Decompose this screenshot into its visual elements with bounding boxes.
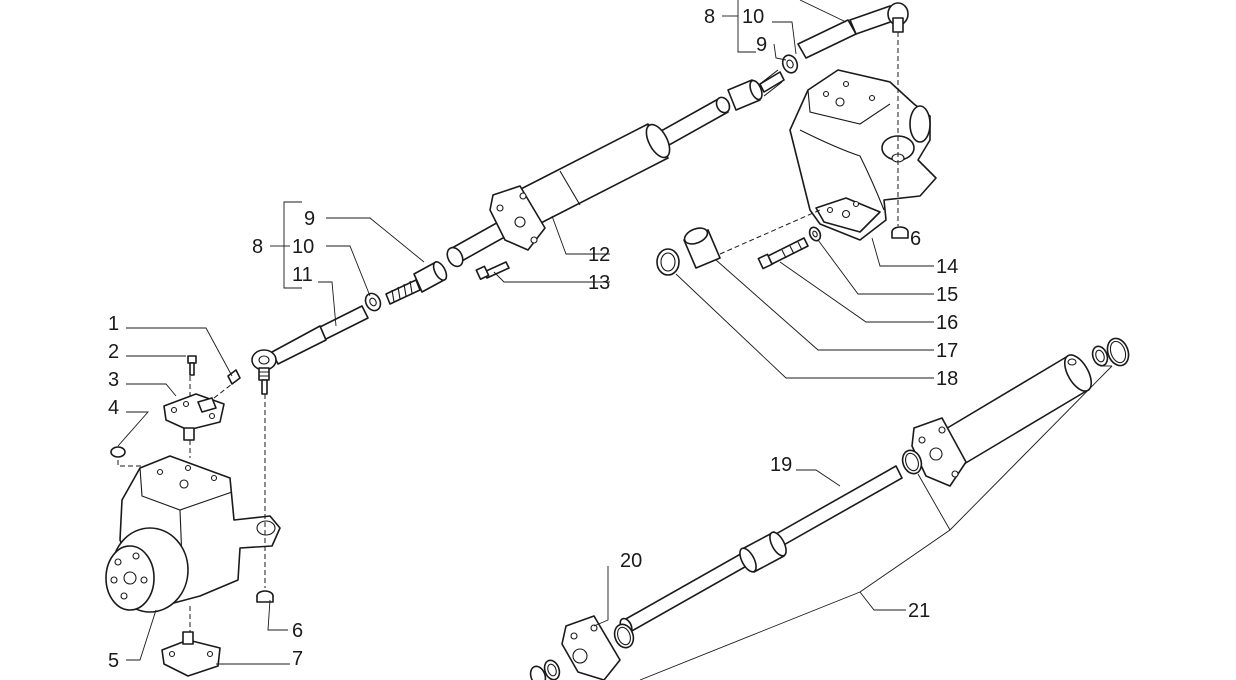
callout-2: 2 (108, 341, 119, 363)
bolt-13 (475, 261, 510, 281)
bushing-17 (683, 227, 721, 269)
steering-knuckle-right (789, 69, 937, 241)
washer-15 (808, 226, 822, 242)
seal-ring-18 (656, 248, 680, 276)
callout-21: 21 (908, 600, 930, 622)
callout-1: 1 (108, 313, 119, 335)
callout-15: 15 (936, 284, 958, 306)
steering-cylinder (446, 96, 731, 268)
callout-14: 14 (936, 256, 958, 278)
bolt-16 (757, 237, 809, 270)
callout-10-lower: 10 (292, 236, 314, 258)
callout-3: 3 (108, 369, 119, 391)
lower-tie-rod-kit (251, 261, 448, 395)
callout-9-upper: 9 (756, 34, 767, 56)
bushing-6-right (891, 226, 909, 239)
callout-6-left: 6 (292, 620, 303, 642)
cover-plate-3 (163, 393, 225, 441)
callout-11: 11 (292, 264, 313, 286)
callout-5: 5 (108, 650, 119, 672)
callout-17: 17 (936, 340, 958, 362)
callout-13: 13 (588, 272, 610, 294)
rod-19 (619, 465, 903, 635)
callout-7: 7 (292, 648, 303, 670)
plug-4 (110, 446, 148, 467)
leader-lines (117, 0, 1113, 680)
callout-20: 20 (620, 550, 642, 572)
grease-fitting-1 (227, 369, 241, 385)
steering-knuckle-left (105, 455, 281, 613)
bushing-6-left (256, 590, 274, 603)
callout-6-right: 6 (910, 228, 921, 250)
callout-labels: 1 2 3 4 5 6 7 8 9 10 11 8 9 10 12 13 6 1… (108, 6, 958, 672)
end-cap-20 (529, 615, 635, 680)
callout-8-upper: 8 (704, 6, 715, 28)
upper-tie-rod-kit (727, 2, 909, 111)
lower-plate-7 (161, 631, 221, 677)
callout-9-lower: 9 (304, 208, 315, 230)
bolt-2 (187, 355, 197, 376)
o-rings-right (901, 337, 1130, 475)
callout-19: 19 (770, 454, 792, 476)
callout-8-lower: 8 (252, 236, 263, 258)
callout-12: 12 (588, 244, 610, 266)
callout-4: 4 (108, 397, 119, 419)
callout-16: 16 (936, 312, 958, 334)
assembly-axes (189, 32, 899, 632)
callout-10-upper: 10 (742, 6, 764, 28)
callout-18: 18 (936, 368, 958, 390)
